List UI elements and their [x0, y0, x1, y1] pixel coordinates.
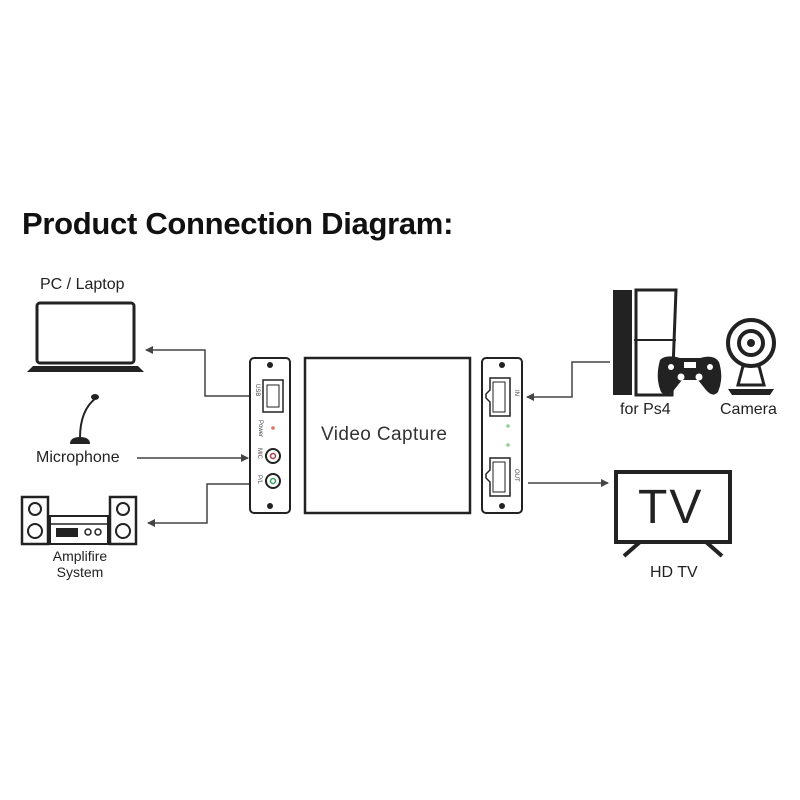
laptop-icon: [27, 301, 144, 372]
label-amplifier: Amplifire System: [52, 548, 108, 580]
left-port-panel: [249, 357, 291, 514]
page-title: Product Connection Diagram:: [22, 206, 454, 241]
label-hd-tv: HD TV: [650, 564, 698, 581]
ps4-console-icon: [613, 288, 678, 397]
port-label-pl: P/L: [256, 475, 262, 485]
camera-icon: [726, 318, 776, 395]
microphone-icon: [70, 394, 99, 444]
port-label-usb: USB: [254, 384, 260, 397]
video-capture-box: [303, 356, 472, 515]
label-pc-laptop: PC / Laptop: [40, 276, 125, 293]
port-label-in: IN: [513, 390, 519, 396]
tv-screen-text: TV: [638, 481, 704, 534]
label-ps4: for Ps4: [620, 401, 671, 418]
device-name: Video Capture: [321, 424, 448, 445]
right-port-panel: [481, 357, 523, 514]
label-microphone: Microphone: [36, 449, 120, 466]
port-label-mic: MIC: [256, 448, 262, 459]
label-camera: Camera: [720, 401, 777, 418]
gamepad-icon: [657, 356, 722, 395]
port-label-out: OUT: [513, 469, 519, 482]
tv-icon: [614, 470, 732, 558]
port-label-power: Power: [257, 420, 263, 438]
stereo-system-icon: [20, 495, 138, 546]
